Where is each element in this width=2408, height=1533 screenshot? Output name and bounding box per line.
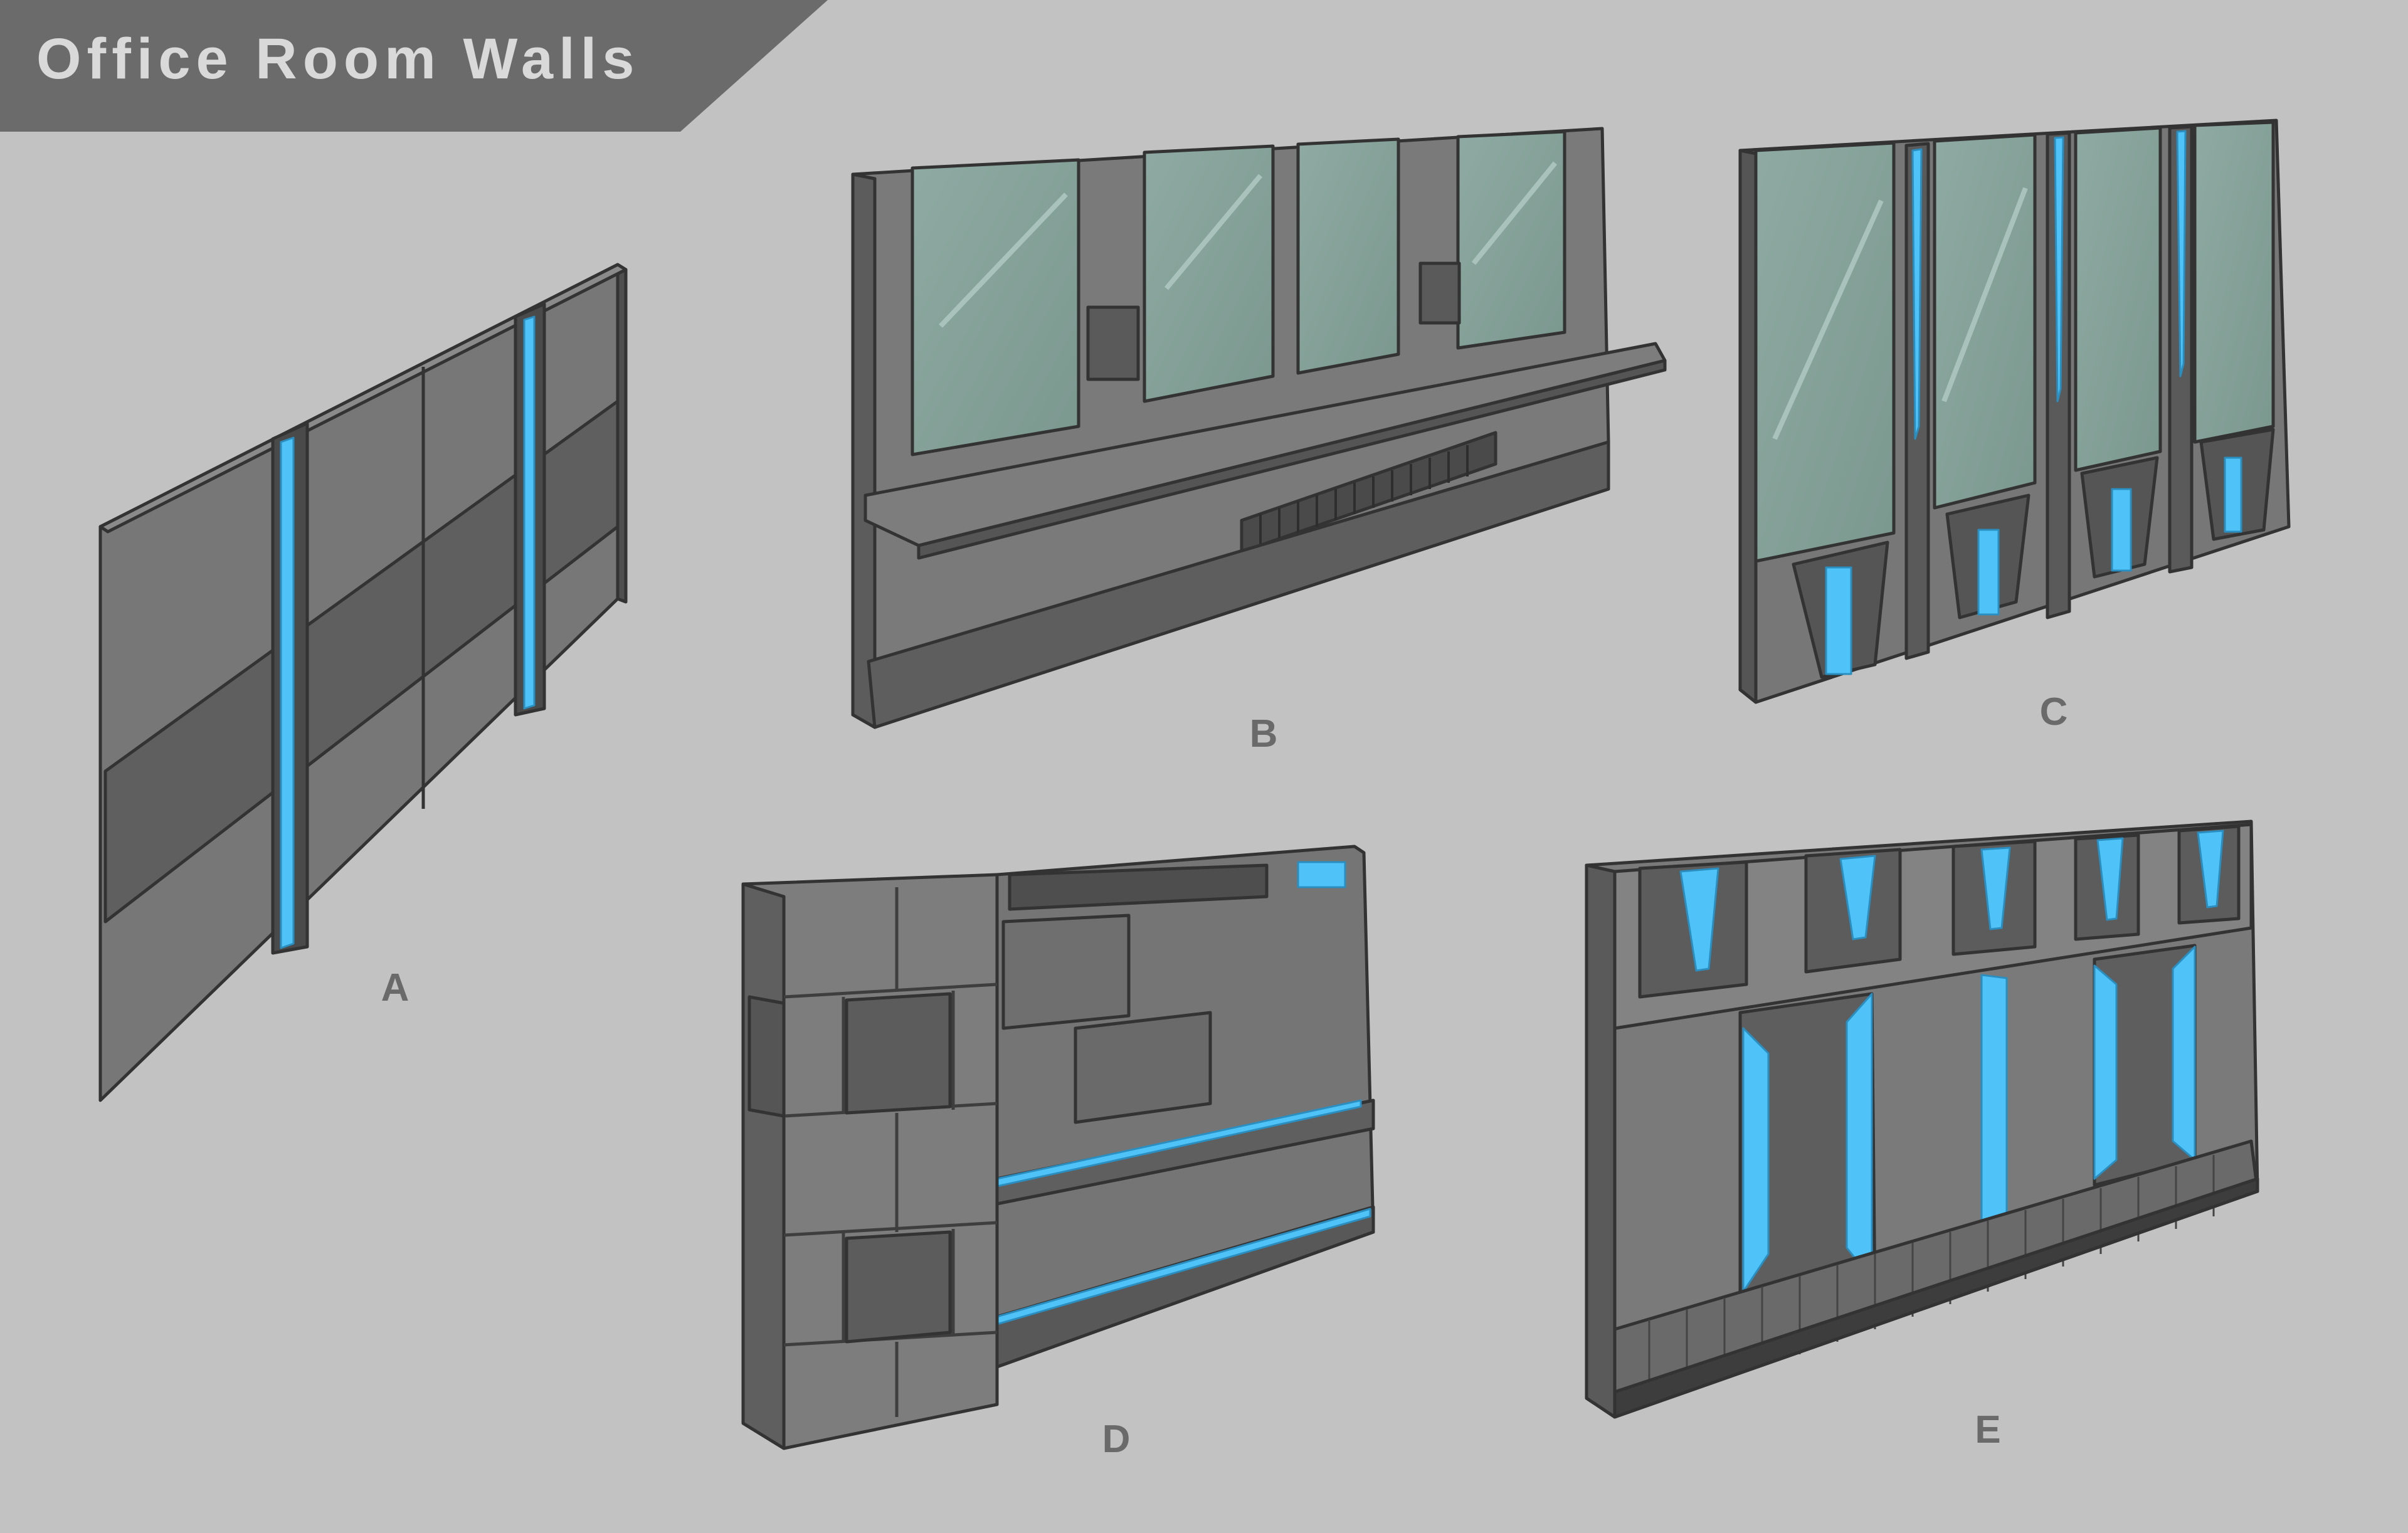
wall-d [741, 845, 1375, 1450]
label-d: D [1102, 1418, 1131, 1461]
label-b: B [1249, 712, 1278, 756]
label-e: E [1975, 1408, 2001, 1451]
page-title: Office Room Walls [36, 27, 640, 91]
wall-a [98, 263, 628, 1102]
label-c: C [2039, 690, 2068, 734]
wall-e [1585, 819, 2259, 1419]
wall-c [1738, 119, 2291, 704]
title-banner [0, 0, 828, 132]
label-a: A [381, 966, 409, 1009]
wall-b [851, 127, 1667, 729]
